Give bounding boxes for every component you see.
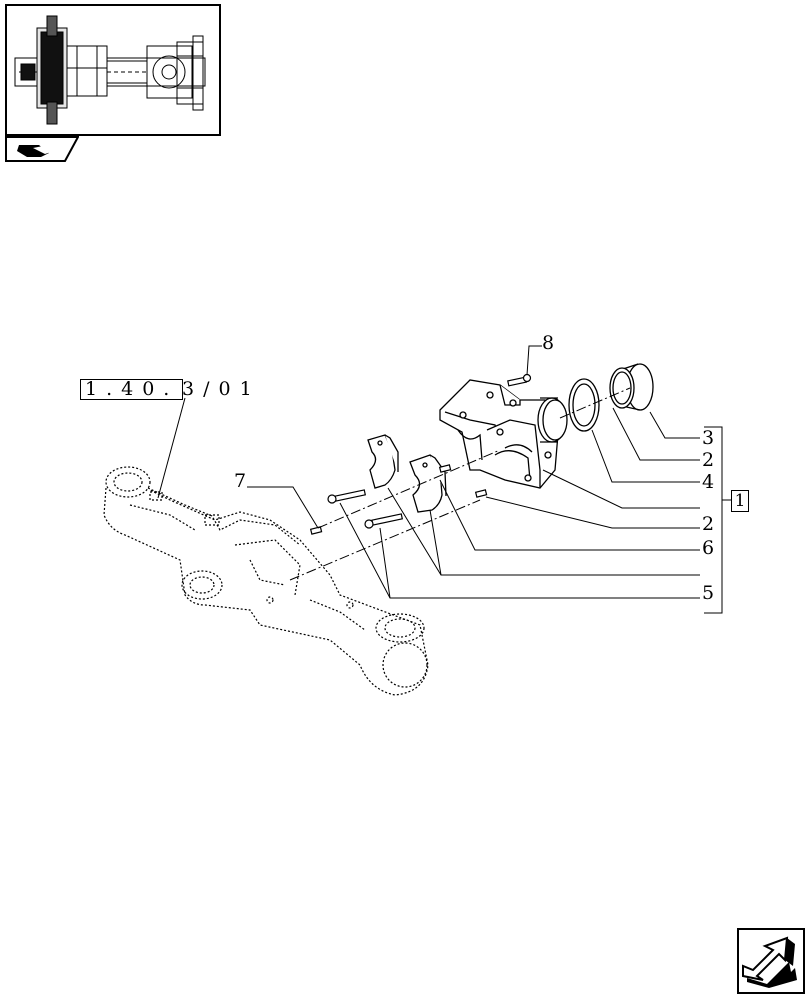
assembly-axes [289, 387, 631, 581]
seal-ring [568, 378, 600, 432]
section-tab-icon [5, 136, 79, 162]
axle-assembly-thumbnail-icon [14, 15, 206, 125]
reference-suffix: 3/01 [182, 378, 261, 400]
fasteners [309, 373, 532, 535]
next-page-arrow-icon [742, 936, 797, 988]
callout-6: 6 [702, 537, 715, 559]
callout-4: 4 [702, 471, 715, 493]
callout-3: 3 [702, 427, 715, 449]
bushing [609, 363, 654, 411]
bearing-caps [367, 434, 447, 513]
callout-2-upper: 2 [702, 449, 715, 471]
support-bracket [439, 379, 568, 489]
axle-housing [103, 466, 429, 696]
group-label-box: 1 [731, 490, 749, 512]
callout-2-lower: 2 [702, 513, 715, 535]
callout-8: 8 [542, 332, 555, 354]
next-page-button[interactable] [737, 928, 805, 994]
callout-5: 5 [702, 582, 715, 604]
dotted-leaders [390, 437, 700, 599]
reference-box[interactable]: 1.40. [80, 379, 184, 400]
callout-7: 7 [234, 470, 247, 492]
assembly-thumbnail [5, 4, 221, 136]
